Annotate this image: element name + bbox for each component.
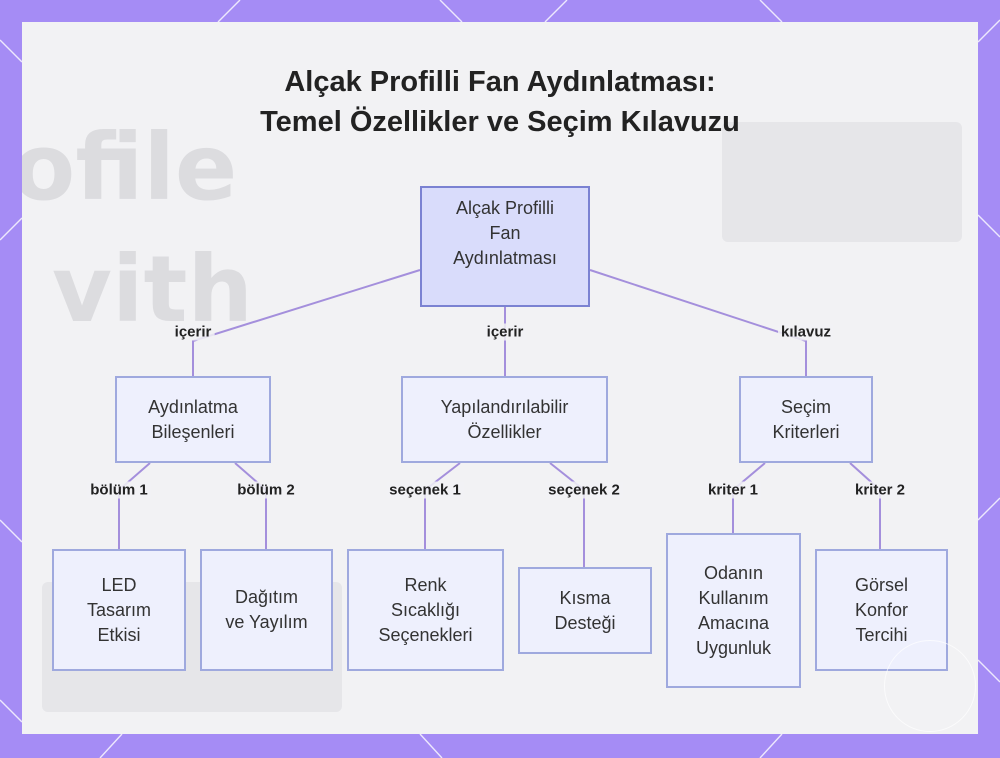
node-root: Alçak Profilli Fan Aydınlatması [420, 186, 590, 307]
edge-label: seçenek 2 [545, 481, 623, 499]
edge-label: seçenek 1 [386, 481, 464, 499]
node-dimming: Kısma Desteği [518, 567, 652, 654]
edge-root-criteria [589, 269, 807, 376]
edge-label: kılavuz [777, 323, 835, 341]
edge-label: kriter 2 [851, 481, 909, 499]
edge-criteria-visual-comfort [849, 462, 881, 549]
node-distribution: Dağıtım ve Yayılım [200, 549, 333, 671]
edge-label: içerir [171, 323, 215, 341]
node-led-design: LED Tasarım Etkisi [52, 549, 186, 671]
background-text: vith [52, 236, 253, 343]
background-blur-shape [722, 122, 962, 242]
edge-label: içerir [483, 323, 527, 341]
node-selection-criteria: Seçim Kriterleri [739, 376, 873, 463]
node-lighting-components: Aydınlatma Bileşenleri [115, 376, 271, 463]
edge-label: kriter 1 [704, 481, 762, 499]
edge-label: bölüm 2 [234, 481, 298, 499]
edge-components-distribution [234, 462, 267, 549]
background-text: ofile [22, 114, 238, 221]
diagram-title: Alçak Profilli Fan Aydınlatması: Temel Ö… [0, 62, 1000, 142]
title-line-1: Alçak Profilli Fan Aydınlatması: [284, 66, 716, 98]
edge-root-components [192, 269, 421, 376]
title-line-2: Temel Özellikler ve Seçim Kılavuzu [260, 106, 740, 138]
watermark-circle [884, 640, 976, 732]
edge-components-led [118, 462, 151, 549]
edge-label: bölüm 1 [87, 481, 151, 499]
node-room-use: Odanın Kullanım Amacına Uygunluk [666, 533, 801, 688]
edge-features-dimming [549, 462, 585, 567]
node-color-temperature: Renk Sıcaklığı Seçenekleri [347, 549, 504, 671]
edge-features-color-temp [424, 462, 461, 549]
node-configurable-features: Yapılandırılabilir Özellikler [401, 376, 608, 463]
